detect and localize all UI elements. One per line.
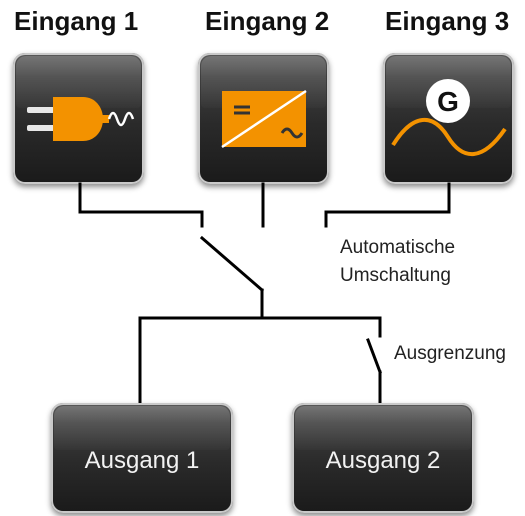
- input-3-tile[interactable]: G: [383, 53, 514, 184]
- input-2-label: Eingang 2: [205, 6, 330, 36]
- transfer-switch-blade: [199, 235, 265, 293]
- output-1-tile[interactable]: Ausgang 1: [51, 403, 233, 513]
- inverter-icon: [221, 89, 307, 149]
- output-2-label: Ausgang 2: [325, 447, 441, 474]
- auto-switch-line-1: Automatische: [340, 237, 456, 258]
- output-2-tile[interactable]: Ausgang 2: [292, 403, 474, 513]
- generator-letter: G: [437, 86, 459, 117]
- isolation-switch-blade: [366, 338, 382, 374]
- output-1-label: Ausgang 1: [84, 447, 200, 474]
- power-plug-icon: [27, 97, 135, 141]
- output-bus: [138, 316, 382, 406]
- input-1-label: Eingang 1: [14, 6, 139, 36]
- input-1-line: [78, 182, 204, 228]
- input-2-tile[interactable]: [198, 53, 329, 184]
- input-3-line: [324, 182, 451, 228]
- input-1-tile[interactable]: [13, 53, 144, 184]
- auto-switch-line-2: Umschaltung: [340, 265, 451, 286]
- isolation-note: Ausgrenzung: [394, 343, 506, 364]
- generator-icon: G: [391, 79, 507, 156]
- input-3-label: Eingang 3: [385, 6, 510, 36]
- auto-switch-note: Automatische Umschaltung: [340, 234, 455, 290]
